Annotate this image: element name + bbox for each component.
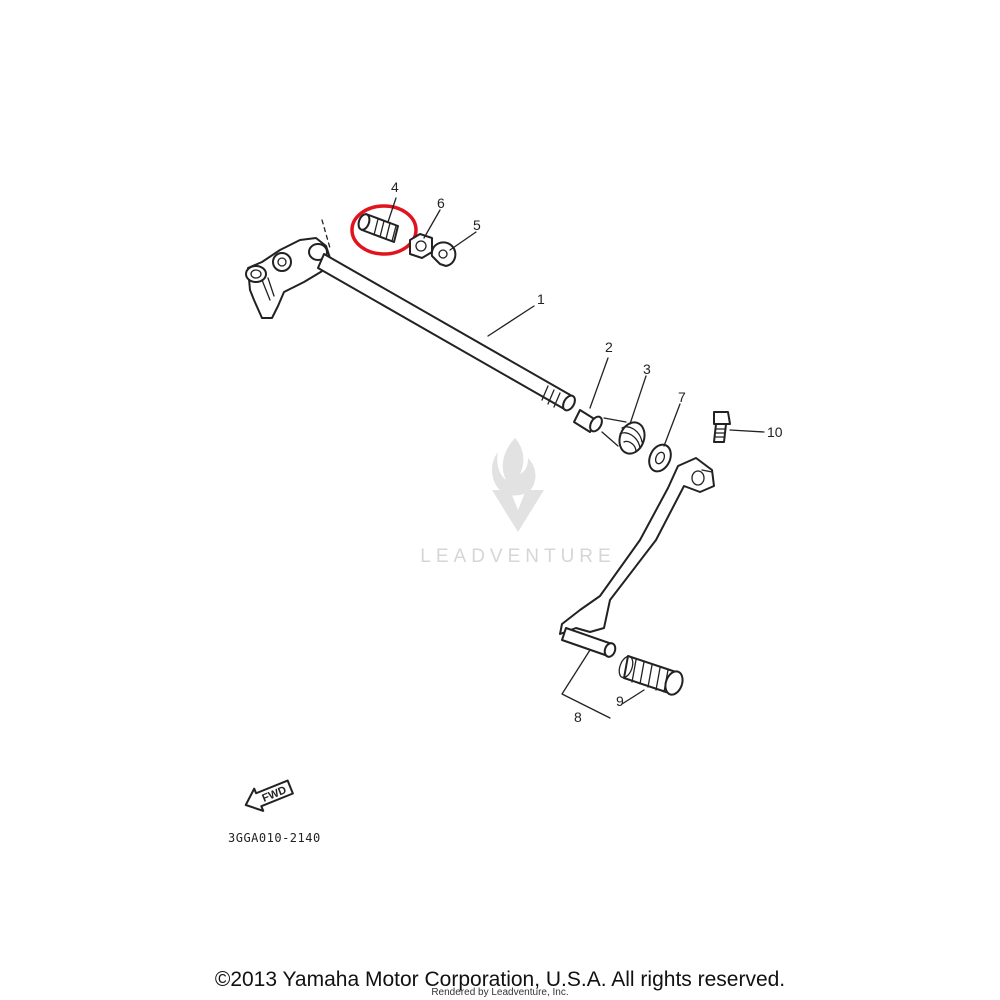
- fwd-arrow: FWD: [244, 779, 294, 812]
- callout-5: 5: [473, 217, 481, 233]
- washer: [648, 443, 672, 473]
- torsion-spring: [601, 417, 646, 455]
- flame-v-logo-icon: [492, 438, 544, 532]
- lock-washer: [430, 241, 457, 267]
- diagram-code: 3GGA010-2140: [228, 831, 321, 845]
- collar: [573, 409, 603, 433]
- callout-3: 3: [643, 361, 651, 377]
- watermark: LEADVENTURE: [420, 438, 615, 567]
- shift-pedal: [559, 457, 715, 658]
- callouts: 1 2 3 4 5 6 7 8 9 10: [391, 179, 783, 725]
- nut: [409, 233, 433, 259]
- callout-4: 4: [391, 179, 399, 195]
- callout-2: 2: [605, 339, 613, 355]
- clamp-bolt: [713, 411, 731, 443]
- callout-9: 9: [616, 693, 624, 709]
- callout-8: 8: [574, 709, 582, 725]
- shift-arm-assembly: [245, 219, 331, 319]
- pin-bolt: [357, 213, 399, 243]
- callout-7: 7: [678, 389, 686, 405]
- rendered-by-notice: Rendered by Leadventure, Inc.: [431, 987, 569, 998]
- shift-shaft: [317, 253, 576, 412]
- watermark-text: LEADVENTURE: [420, 546, 615, 567]
- highlight-circle: [350, 204, 418, 256]
- copyright-notice: ©2013 Yamaha Motor Corporation, U.S.A. A…: [214, 968, 786, 991]
- callout-10: 10: [767, 424, 783, 440]
- callout-1: 1: [537, 291, 545, 307]
- leader-lines: [387, 197, 765, 719]
- pedal-rubber: [618, 655, 684, 696]
- callout-6: 6: [437, 195, 445, 211]
